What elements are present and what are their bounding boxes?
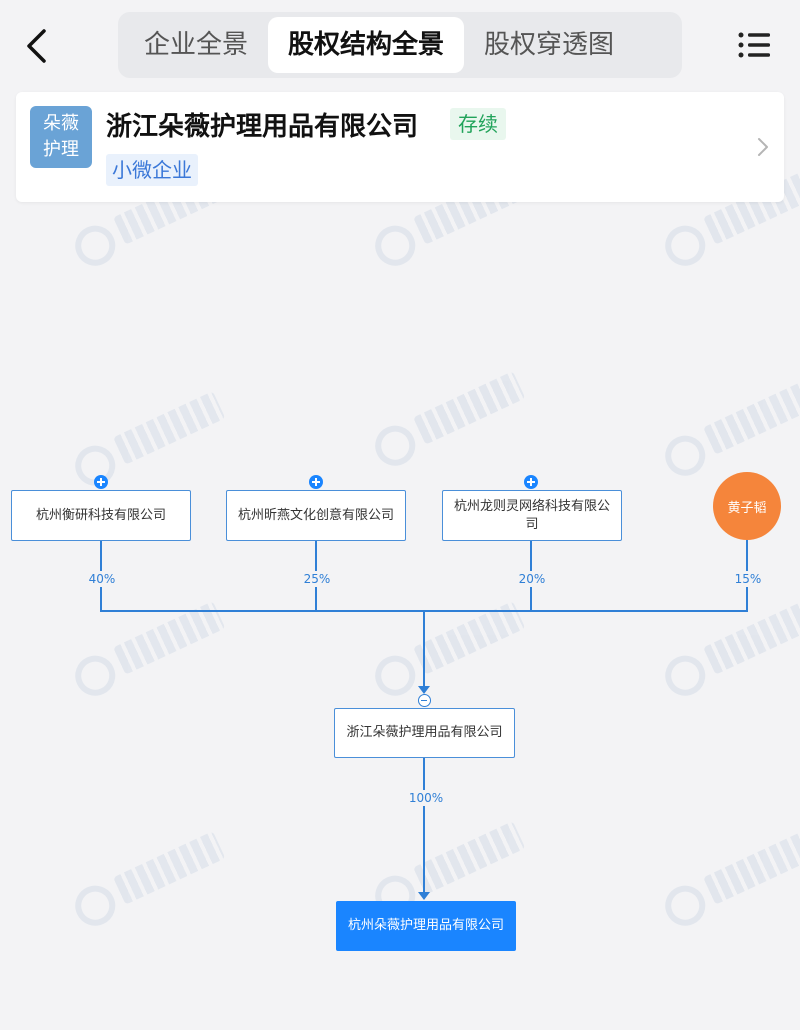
- tab-equity-penetration[interactable]: 股权穿透图: [484, 30, 615, 60]
- collapse-minus-icon[interactable]: [418, 694, 431, 707]
- share-percent-label: 20%: [514, 571, 550, 587]
- back-button[interactable]: [16, 24, 56, 68]
- shareholder-node[interactable]: 杭州衡研科技有限公司: [11, 490, 191, 541]
- share-percent-label: 100%: [402, 790, 450, 806]
- shareholder-node[interactable]: 杭州昕燕文化创意有限公司: [226, 490, 406, 541]
- view-tabs: 企业全景 股权结构全景 股权穿透图: [118, 12, 682, 78]
- chevron-right-icon: [758, 138, 768, 156]
- back-arrow-icon: [27, 29, 46, 63]
- company-name: 浙江朵薇护理用品有限公司: [106, 112, 419, 142]
- enterprise-size-tag: 小微企业: [106, 154, 198, 186]
- shareholder-person-node[interactable]: 黄子韬: [713, 472, 781, 540]
- tab-enterprise-overview[interactable]: 企业全景: [144, 30, 249, 60]
- shareholder-node[interactable]: 杭州龙则灵网络科技有限公司: [442, 490, 622, 541]
- status-badge: 存续: [450, 108, 506, 140]
- share-percent-label: 25%: [299, 571, 335, 587]
- expand-plus-icon[interactable]: [309, 475, 323, 489]
- expand-plus-icon[interactable]: [94, 475, 108, 489]
- top-navigation-bar: 企业全景 股权结构全景 股权穿透图: [0, 0, 800, 92]
- tab-equity-structure[interactable]: 股权结构全景: [268, 17, 465, 73]
- company-logo: 朵薇 护理: [30, 106, 92, 168]
- subsidiary-company-node[interactable]: 杭州朵薇护理用品有限公司: [336, 901, 516, 951]
- company-card[interactable]: 朵薇 护理 浙江朵薇护理用品有限公司 存续 小微企业: [16, 92, 784, 202]
- expand-plus-icon[interactable]: [524, 475, 538, 489]
- arrow-down-icon: [418, 892, 430, 900]
- list-menu-icon: [738, 32, 770, 58]
- share-percent-label: 40%: [84, 571, 120, 587]
- logo-text-line1: 朵薇: [43, 113, 79, 134]
- share-percent-label: 15%: [730, 571, 766, 587]
- arrow-down-icon: [418, 686, 430, 694]
- focus-company-node[interactable]: 浙江朵薇护理用品有限公司: [334, 708, 515, 758]
- menu-button[interactable]: [738, 30, 778, 66]
- logo-text-line2: 护理: [43, 139, 79, 160]
